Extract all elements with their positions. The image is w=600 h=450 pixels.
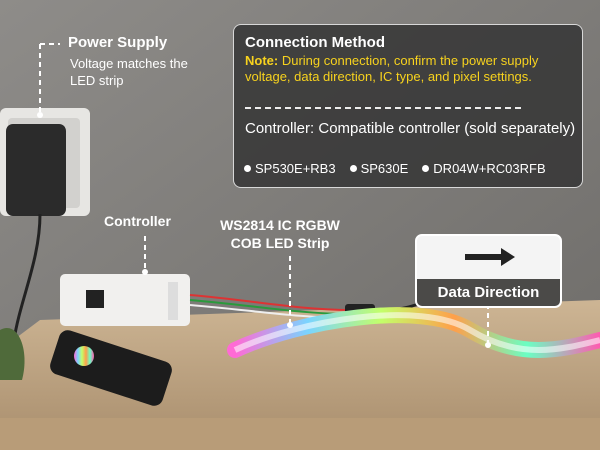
note-text: During connection, confirm the power sup…: [245, 53, 539, 84]
bullet-icon: [422, 165, 430, 172]
connection-note: Note: During connection, confirm the pow…: [245, 53, 575, 85]
model-name: SP630E: [360, 161, 409, 176]
controller-models: SP530E+RB3 SP630E DR04W+RC03RFB: [244, 161, 546, 176]
strip-label-line1: WS2814 IC RGBW: [220, 217, 340, 233]
controller-label: Controller: [104, 213, 171, 229]
bullet-icon: [349, 165, 357, 172]
data-direction-box: Data Direction: [415, 234, 562, 308]
table-surface: [0, 300, 600, 450]
note-label: Note:: [245, 53, 279, 68]
controller-compatibility: Controller: Compatible controller (sold …: [245, 120, 576, 137]
data-direction-label: Data Direction: [417, 279, 560, 306]
model-name: SP530E+RB3: [255, 161, 336, 176]
card-divider: [245, 107, 521, 109]
strip-label-line2: COB LED Strip: [230, 235, 330, 251]
connection-method-card: Connection Method Note: During connectio…: [233, 24, 583, 188]
right-arrow-icon: [465, 248, 515, 266]
model-item: SP630E: [349, 161, 409, 176]
power-adapter: [6, 124, 66, 216]
power-supply-title: Power Supply: [68, 34, 168, 51]
strip-label: WS2814 IC RGBW COB LED Strip: [190, 216, 370, 252]
connection-method-title: Connection Method: [245, 34, 385, 51]
model-item: SP530E+RB3: [244, 161, 336, 176]
plant: [0, 328, 25, 380]
controller-device: [60, 274, 190, 326]
bullet-icon: [244, 165, 251, 172]
model-name: DR04W+RC03RFB: [433, 161, 546, 176]
model-item: DR04W+RC03RFB: [422, 161, 546, 176]
power-supply-description: Voltage matches the LED strip: [70, 56, 188, 88]
